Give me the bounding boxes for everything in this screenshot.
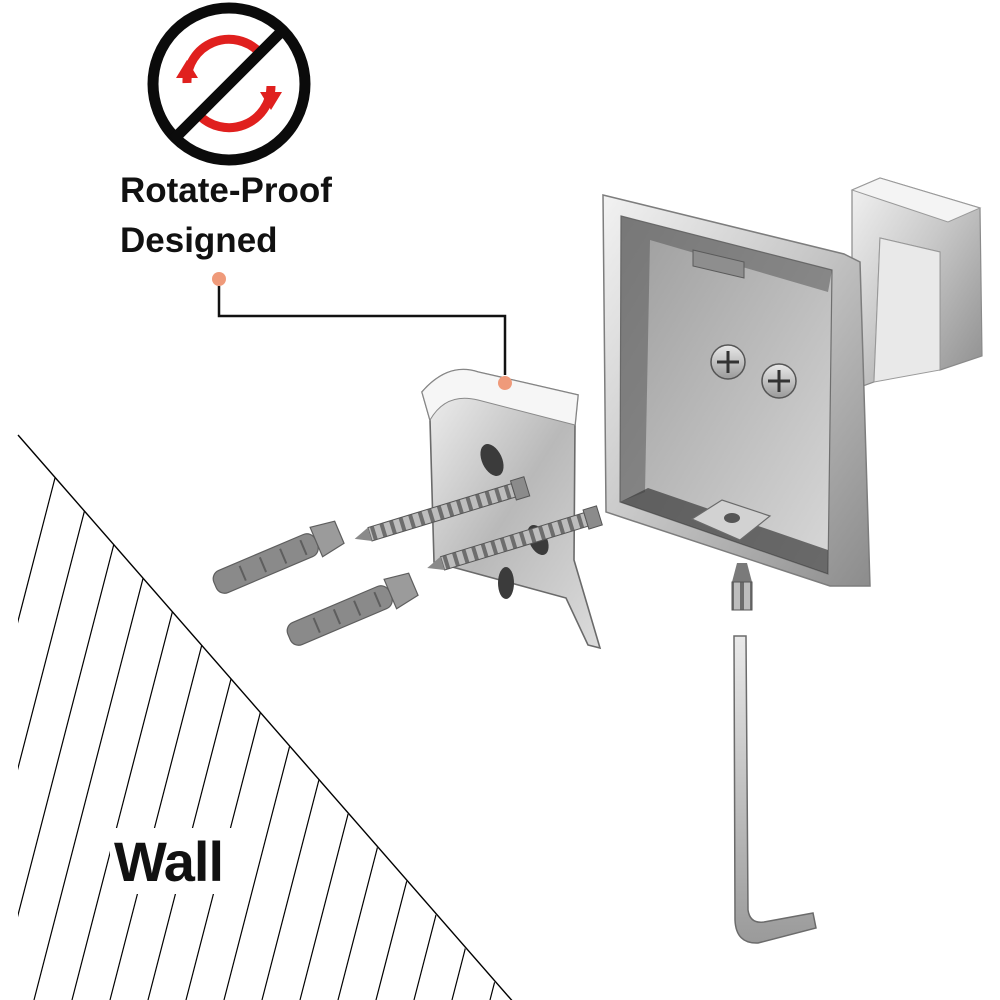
callout-leader: [212, 272, 507, 375]
wall-anchors: [212, 520, 419, 646]
wood-screws: [354, 476, 603, 571]
towel-hook: [602, 177, 983, 587]
hook-mount-screws: [710, 344, 797, 399]
hex-key: [733, 635, 817, 944]
wall-label: Wall: [114, 830, 224, 893]
feature-title-line-1: Rotate-Proof: [120, 171, 332, 210]
no-rotation-icon: [147, 2, 311, 166]
feature-title-line-2: Designed: [120, 221, 278, 260]
set-screw: [731, 563, 753, 611]
